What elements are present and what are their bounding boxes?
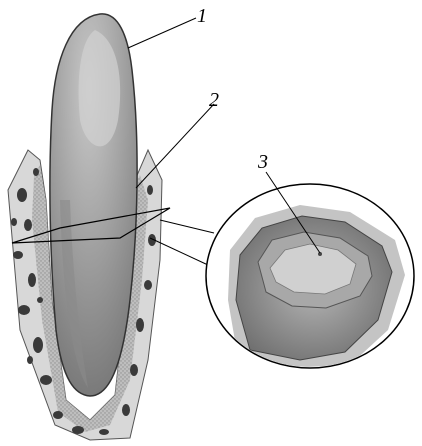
callout-label-3: 3 (258, 152, 268, 172)
callout-label-1: 1 (197, 6, 207, 26)
callout-label-2: 2 (209, 90, 219, 110)
tooth (50, 14, 137, 396)
magnified-section (206, 184, 414, 370)
